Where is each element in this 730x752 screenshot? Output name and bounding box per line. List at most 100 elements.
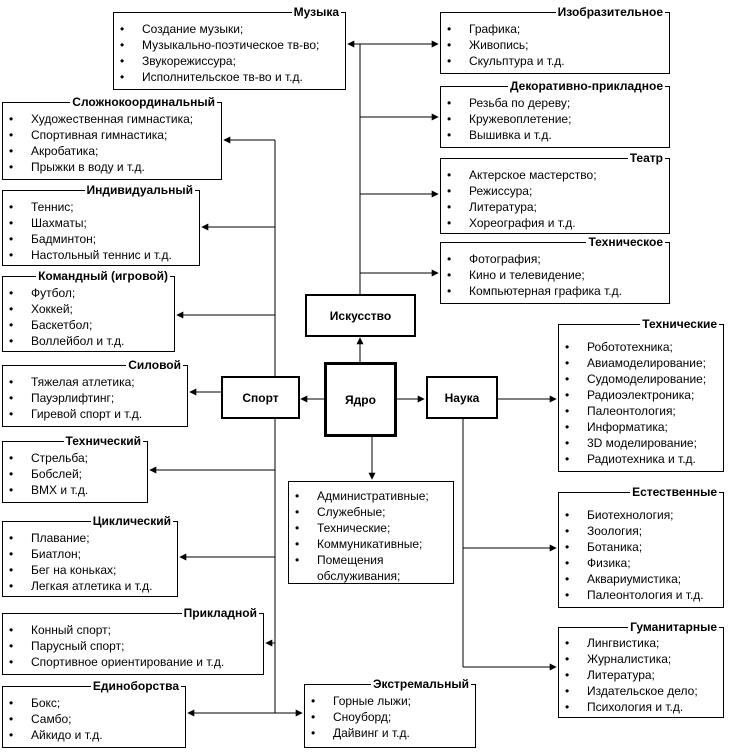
list-item: Радиоэлектроника; <box>565 387 719 403</box>
sport-node: Спорт <box>221 376 300 419</box>
list-item: Лингвистика; <box>565 635 719 651</box>
list-item: 3D моделирование; <box>565 435 719 451</box>
list-item: Создание музыки; <box>120 21 341 37</box>
list-item: Режиссура; <box>447 183 665 199</box>
list-item: Палеонтология и т.д. <box>565 587 719 603</box>
list-item: Хоккей; <box>9 301 170 317</box>
natural-title: Естественные <box>630 485 719 499</box>
list-item: Бокс; <box>9 695 181 711</box>
visual-box: Изобразительное Графика; Живопись; Скуль… <box>440 5 670 74</box>
extreme-title: Экстремальный <box>370 677 471 691</box>
list-item: Психология и т.д. <box>565 699 719 715</box>
list-item: Авиамоделирование; <box>565 355 719 371</box>
list-item: Баскетбол; <box>9 317 170 333</box>
list-item: Бег на коньках; <box>9 562 173 578</box>
technical-art-box: Техническое Фотография; Кино и телевиден… <box>440 235 670 304</box>
humanities-title: Гуманитарные <box>628 620 719 634</box>
list-item: Палеонтология; <box>565 403 719 419</box>
list-item: Плавание; <box>9 530 173 546</box>
list-item: Административные; <box>295 488 449 504</box>
decor-box: Декоративно-прикладное Резьба по дереву;… <box>440 79 670 148</box>
list-item: Коммуникативные; <box>295 536 449 552</box>
list-item: Исполнительское тв-во и т.д. <box>120 69 341 85</box>
list-item: Служебные; <box>295 504 449 520</box>
list-item: Биатлон; <box>9 546 173 562</box>
theatre-title: Театр <box>627 151 665 165</box>
list-item: Дайвинг и т.д. <box>311 725 471 741</box>
technical-art-title: Техническое <box>586 235 665 249</box>
humanities-box: Гуманитарные Лингвистика; Журналистика; … <box>558 620 724 718</box>
list-item: Физика; <box>565 555 719 571</box>
list-item: Горные лыжи; <box>311 693 471 709</box>
list-item: Самбо; <box>9 711 181 727</box>
combat-title: Единоборства <box>90 679 181 693</box>
list-item: Пауэрлифтинг; <box>9 390 183 406</box>
list-item: Резьба по дереву; <box>447 95 665 111</box>
sport-label: Спорт <box>242 390 279 405</box>
list-item: Спортивная гимнастика; <box>9 127 217 143</box>
list-item: Теннис; <box>9 199 195 215</box>
applied-box: Прикладной Конный спорт; Парусный спорт;… <box>2 606 264 675</box>
individual-title: Индивидуальный <box>84 183 195 197</box>
list-item: Кино и телевидение; <box>447 267 665 283</box>
list-item: Художественная гимнастика; <box>9 111 217 127</box>
tech-sci-box: Технические Робототехника; Авиамоделиров… <box>558 317 724 472</box>
tech-sport-title: Технический <box>63 434 143 448</box>
list-item: Конный спорт; <box>9 622 259 638</box>
list-item: Помещения обслуживания; <box>295 552 437 584</box>
list-item: Судомоделирование; <box>565 371 719 387</box>
core-label: Ядро <box>345 392 376 407</box>
list-item: Журналистика; <box>565 651 719 667</box>
art-node: Искусство <box>305 294 416 337</box>
list-item: Прыжки в воду и т.д. <box>9 159 217 175</box>
list-item: Литература; <box>565 667 719 683</box>
combat-box: Единоборства Бокс; Самбо; Айкидо и т.д. <box>2 679 186 748</box>
list-item: Стрельба; <box>9 450 143 466</box>
complex-box: Сложнокоординальный Художественная гимна… <box>2 95 222 180</box>
power-title: Силовой <box>126 358 183 372</box>
list-item: Робототехника; <box>565 339 719 355</box>
list-item: Ботаника; <box>565 539 719 555</box>
list-item: Фотография; <box>447 251 665 267</box>
cyclic-box: Циклический Плавание; Биатлон; Бег на ко… <box>2 514 178 597</box>
list-item: Бобслей; <box>9 466 143 482</box>
list-item: Зоология; <box>565 523 719 539</box>
list-item: Актерское мастерство; <box>447 167 665 183</box>
music-box: Музыка Создание музыки; Музыкально-поэти… <box>113 5 346 90</box>
science-node: Наука <box>426 376 498 419</box>
decor-title: Декоративно-прикладное <box>507 79 665 93</box>
core-node: Ядро <box>324 362 397 437</box>
list-item: Графика; <box>447 21 665 37</box>
list-item: Литература; <box>447 199 665 215</box>
list-item: Акробатика; <box>9 143 217 159</box>
theatre-box: Театр Актерское мастерство; Режиссура; Л… <box>440 151 670 234</box>
list-item: Радиотехника и т.д. <box>565 451 719 467</box>
list-item: Айкидо и т.д. <box>9 727 181 743</box>
list-item: Настольный теннис и т.д. <box>9 247 195 263</box>
list-item: Информатика; <box>565 419 719 435</box>
list-item: Издательское дело; <box>565 683 719 699</box>
list-item: Бадминтон; <box>9 231 195 247</box>
service-box: Административные; Служебные; Технические… <box>288 481 454 584</box>
list-item: Скульптура и т.д. <box>447 53 665 69</box>
list-item: Компьютерная графика т.д. <box>447 283 665 299</box>
science-label: Наука <box>444 390 480 405</box>
list-item: Шахматы; <box>9 215 195 231</box>
list-item: Парусный спорт; <box>9 638 259 654</box>
team-title: Командный (игровой) <box>36 269 170 283</box>
natural-box: Естественные Биотехнология; Зоология; Бо… <box>558 485 724 608</box>
visual-title: Изобразительное <box>555 5 665 19</box>
list-item: Легкая атлетика и т.д. <box>9 578 173 594</box>
tech-sport-box: Технический Стрельба; Бобслей; BMX и т.д… <box>2 434 148 503</box>
list-item: Живопись; <box>447 37 665 53</box>
list-item: Аквариумистика; <box>565 571 719 587</box>
list-item: Сноуборд; <box>311 709 471 725</box>
list-item: BMX и т.д. <box>9 482 143 498</box>
list-item: Кружевоплетение; <box>447 111 665 127</box>
list-item: Звукорежиссура; <box>120 53 341 69</box>
individual-box: Индивидуальный Теннис; Шахматы; Бадминто… <box>2 183 200 266</box>
team-box: Командный (игровой) Футбол; Хоккей; Баск… <box>2 269 175 352</box>
list-item: Тяжелая атлетика; <box>9 374 183 390</box>
complex-title: Сложнокоординальный <box>70 95 217 109</box>
tech-sci-title: Технические <box>640 317 719 331</box>
